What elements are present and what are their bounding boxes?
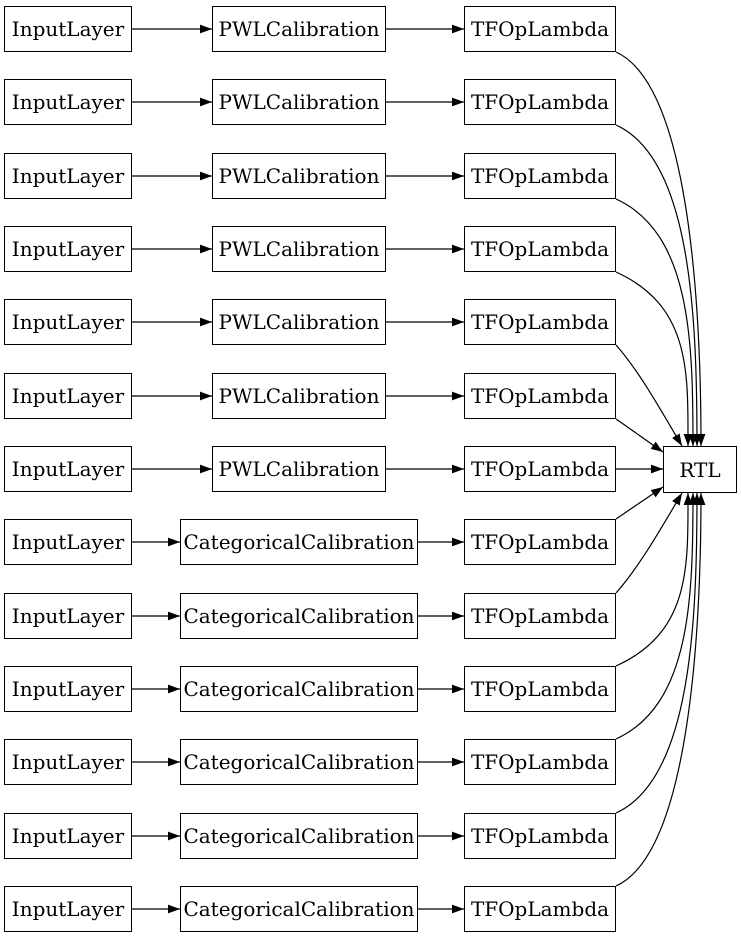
edge-lambda-rtl-row-10 [615, 492, 693, 667]
node-tfoplambda-row-1: TFOpLambda [464, 6, 616, 52]
node-tfoplambda-row-7: TFOpLambda [464, 446, 616, 492]
node-label: InputLayer [11, 677, 125, 701]
node-label: TFOpLambda [470, 897, 610, 921]
node-label: InputLayer [11, 824, 125, 848]
node-tfoplambda-row-8: TFOpLambda [464, 519, 616, 565]
node-label: InputLayer [11, 457, 125, 481]
node-label: PWLCalibration [218, 90, 380, 114]
node-tfoplambda-row-3: TFOpLambda [464, 153, 616, 199]
node-inputlayer-row-4: InputLayer [4, 226, 132, 272]
node-label: PWLCalibration [218, 310, 380, 334]
node-label: TFOpLambda [470, 164, 610, 188]
node-label: TFOpLambda [470, 677, 610, 701]
node-label: InputLayer [11, 164, 125, 188]
node-label: TFOpLambda [470, 530, 610, 554]
node-categoricalcalibration-row-10: CategoricalCalibration [180, 666, 418, 712]
edge-lambda-rtl-row-1 [615, 51, 706, 447]
node-tfoplambda-row-10: TFOpLambda [464, 666, 616, 712]
node-tfoplambda-row-12: TFOpLambda [464, 813, 616, 859]
node-label: RTL [679, 457, 721, 482]
node-inputlayer-row-7: InputLayer [4, 446, 132, 492]
node-inputlayer-row-8: InputLayer [4, 519, 132, 565]
node-categoricalcalibration-row-13: CategoricalCalibration [180, 886, 418, 932]
node-inputlayer-row-2: InputLayer [4, 79, 132, 125]
node-label: TFOpLambda [470, 90, 610, 114]
node-label: InputLayer [11, 750, 125, 774]
edge-lambda-rtl-row-11 [615, 492, 698, 740]
node-label: CategoricalCalibration [183, 824, 415, 848]
edge-lambda-rtl-row-13 [615, 492, 706, 887]
node-pwlcalibration-row-2: PWLCalibration [212, 79, 386, 125]
node-label: CategoricalCalibration [183, 750, 415, 774]
node-label: PWLCalibration [218, 384, 380, 408]
node-tfoplambda-row-9: TFOpLambda [464, 593, 616, 639]
node-inputlayer-row-13: InputLayer [4, 886, 132, 932]
edge-lambda-rtl-row-6 [615, 418, 664, 453]
node-inputlayer-row-10: InputLayer [4, 666, 132, 712]
edge-lambda-rtl-row-2 [615, 124, 702, 447]
node-categoricalcalibration-row-9: CategoricalCalibration [180, 593, 418, 639]
node-label: TFOpLambda [470, 237, 610, 261]
node-label: PWLCalibration [218, 17, 380, 41]
node-label: TFOpLambda [470, 310, 610, 334]
node-tfoplambda-row-11: TFOpLambda [464, 739, 616, 785]
node-label: InputLayer [11, 530, 125, 554]
node-inputlayer-row-9: InputLayer [4, 593, 132, 639]
node-label: TFOpLambda [470, 457, 610, 481]
node-categoricalcalibration-row-8: CategoricalCalibration [180, 519, 418, 565]
node-inputlayer-row-3: InputLayer [4, 153, 132, 199]
node-label: CategoricalCalibration [183, 897, 415, 921]
node-label: InputLayer [11, 310, 125, 334]
node-label: TFOpLambda [470, 384, 610, 408]
node-label: PWLCalibration [218, 164, 380, 188]
node-pwlcalibration-row-7: PWLCalibration [212, 446, 386, 492]
edge-lambda-rtl-row-5 [615, 344, 683, 447]
node-pwlcalibration-row-1: PWLCalibration [212, 6, 386, 52]
node-tfoplambda-row-2: TFOpLambda [464, 79, 616, 125]
node-label: InputLayer [11, 90, 125, 114]
edge-lambda-rtl-row-9 [615, 492, 683, 594]
edge-lambda-rtl-row-8 [615, 486, 664, 520]
node-label: PWLCalibration [218, 237, 380, 261]
node-label: TFOpLambda [470, 750, 610, 774]
node-tfoplambda-row-13: TFOpLambda [464, 886, 616, 932]
node-label: InputLayer [11, 17, 125, 41]
edge-lambda-rtl-row-4 [615, 271, 693, 447]
node-label: CategoricalCalibration [183, 530, 415, 554]
node-inputlayer-row-12: InputLayer [4, 813, 132, 859]
node-label: CategoricalCalibration [183, 677, 415, 701]
node-label: InputLayer [11, 384, 125, 408]
node-label: PWLCalibration [218, 457, 380, 481]
node-label: InputLayer [11, 897, 125, 921]
node-label: TFOpLambda [470, 604, 610, 628]
node-label: InputLayer [11, 237, 125, 261]
node-pwlcalibration-row-4: PWLCalibration [212, 226, 386, 272]
node-label: TFOpLambda [470, 17, 610, 41]
node-label: TFOpLambda [470, 824, 610, 848]
node-tfoplambda-row-6: TFOpLambda [464, 373, 616, 419]
node-pwlcalibration-row-3: PWLCalibration [212, 153, 386, 199]
node-inputlayer-row-5: InputLayer [4, 299, 132, 345]
node-pwlcalibration-row-6: PWLCalibration [212, 373, 386, 419]
edge-lambda-rtl-row-12 [615, 492, 702, 814]
node-inputlayer-row-11: InputLayer [4, 739, 132, 785]
node-tfoplambda-row-5: TFOpLambda [464, 299, 616, 345]
node-label: CategoricalCalibration [183, 604, 415, 628]
node-label: InputLayer [11, 604, 125, 628]
node-inputlayer-row-6: InputLayer [4, 373, 132, 419]
node-categoricalcalibration-row-12: CategoricalCalibration [180, 813, 418, 859]
node-inputlayer-row-1: InputLayer [4, 6, 132, 52]
edge-lambda-rtl-row-3 [615, 198, 698, 447]
node-categoricalcalibration-row-11: CategoricalCalibration [180, 739, 418, 785]
node-pwlcalibration-row-5: PWLCalibration [212, 299, 386, 345]
node-rtl: RTL [663, 446, 737, 493]
node-tfoplambda-row-4: TFOpLambda [464, 226, 616, 272]
